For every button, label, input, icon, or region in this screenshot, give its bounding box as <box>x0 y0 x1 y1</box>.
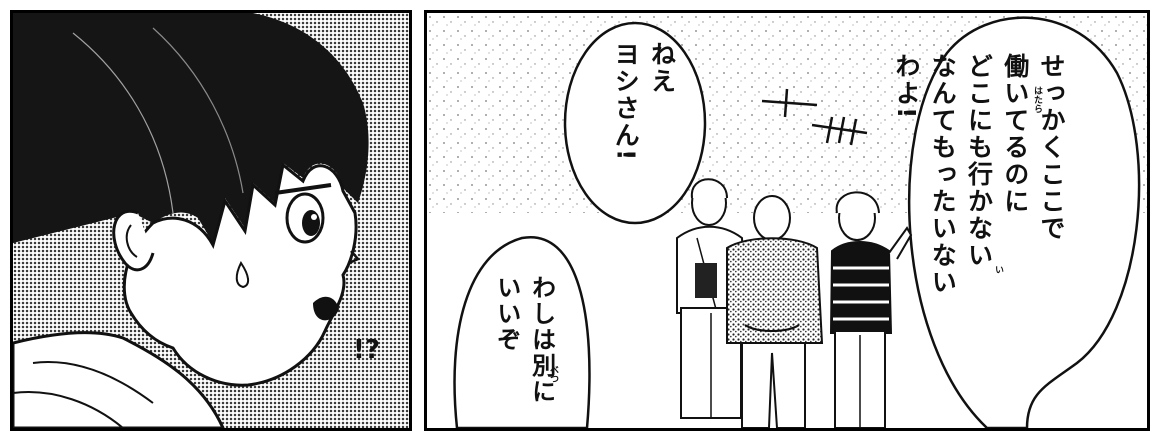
panel-left-closeup: !? <box>10 10 412 431</box>
speech-line: せっかくここで <box>1037 53 1066 242</box>
hair-highlight <box>72 32 174 214</box>
speech-line: なんてもったいない <box>928 53 958 296</box>
group-scene-illustration <box>427 13 1147 428</box>
panel-right-group-scene: せっかくここで 働いてるのに どこにも行かない なんてもったいない わよ! はた… <box>424 10 1150 431</box>
character-ear <box>112 209 155 272</box>
speech-text-betsu: わしは別に いいぞ <box>489 275 559 405</box>
speech-line: わよ! <box>892 53 921 121</box>
speech-line: どこにも行かない <box>964 53 994 269</box>
furigana-iku: い <box>993 265 1003 274</box>
speech-line: わしは別に <box>527 275 556 405</box>
speech-bubble-long <box>907 16 1141 428</box>
speech-line: ねえ <box>647 41 677 95</box>
character-mouth <box>313 296 339 321</box>
speech-line: いいぞ <box>492 275 521 353</box>
speech-bubble-betsu <box>453 235 591 428</box>
figure-yoshi-center <box>726 195 824 428</box>
figure-woman-right <box>829 191 913 428</box>
eye-highlight <box>311 214 317 220</box>
furigana-hataraku: はたら <box>1032 86 1042 113</box>
surprise-sfx: !? <box>353 335 380 365</box>
jacket-fold <box>32 361 154 404</box>
speech-text-nee: ねえ ヨシさん! <box>607 41 680 162</box>
speech-line: 働いてるのに <box>1000 53 1030 215</box>
motion-mark <box>825 116 858 146</box>
hair-highlight <box>152 27 244 194</box>
character-nose <box>348 250 361 265</box>
speech-text-long: せっかくここで 働いてるのに どこにも行かない なんてもったいない わよ! <box>888 53 1069 296</box>
character-hair <box>13 13 369 243</box>
speech-line: ヨシさん! <box>611 41 641 163</box>
furigana-betsu: べつ <box>548 365 558 383</box>
eyebrow <box>274 183 332 195</box>
speech-bubble-nee <box>563 21 707 225</box>
motion-mark <box>783 88 789 118</box>
ear-detail <box>125 224 138 258</box>
sweat-drop <box>235 261 249 289</box>
motion-mark <box>811 123 868 135</box>
closeup-illustration <box>13 13 409 428</box>
motion-mark <box>761 99 818 107</box>
jacket-fold <box>13 391 124 428</box>
eye-pupil <box>302 210 320 236</box>
